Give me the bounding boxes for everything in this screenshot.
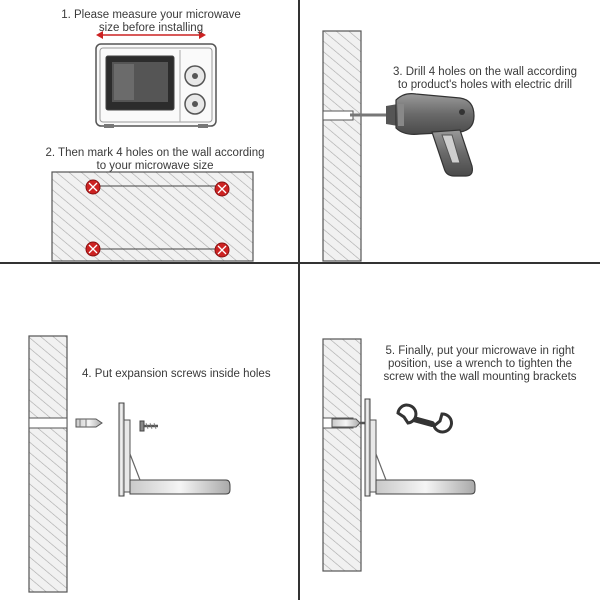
screw-icon bbox=[139, 420, 158, 432]
wall-section-drill bbox=[322, 30, 362, 262]
step-5-line-3: screw with the wall mounting brackets bbox=[383, 371, 577, 383]
hole-marker-bottom-left bbox=[85, 241, 101, 257]
step-1-line-2: size before installing bbox=[98, 22, 204, 34]
step-1-line-1: 1. Please measure your microwave bbox=[61, 9, 241, 21]
panel-divider-vertical bbox=[298, 0, 300, 600]
microwave-illustration bbox=[95, 43, 217, 128]
panel-divider-horizontal bbox=[0, 262, 600, 264]
step-3-caption: 3. Drill 4 holes on the wall according t… bbox=[382, 66, 588, 92]
step-1-caption: 1. Please measure your microwave size be… bbox=[40, 9, 262, 35]
wrench-icon bbox=[396, 403, 453, 434]
expansion-anchor-icon bbox=[75, 418, 103, 428]
installed-anchor-icon bbox=[331, 418, 370, 428]
step-2-line-2: to your microwave size bbox=[96, 160, 214, 172]
step-5-caption: 5. Finally, put your microwave in right … bbox=[368, 345, 592, 384]
step-3-line-1: 3. Drill 4 holes on the wall according bbox=[392, 66, 578, 78]
electric-drill-icon bbox=[350, 93, 475, 177]
hole-marker-top-left bbox=[85, 179, 101, 195]
step-2-caption: 2. Then mark 4 holes on the wall accordi… bbox=[30, 147, 280, 173]
step-4-caption: 4. Put expansion screws inside holes bbox=[82, 368, 292, 381]
wall-section-screws bbox=[28, 335, 68, 593]
mounting-bracket-left bbox=[118, 402, 231, 497]
wall-section-final bbox=[322, 338, 362, 572]
step-5-line-1: 5. Finally, put your microwave in right bbox=[385, 345, 575, 357]
measure-arrow bbox=[96, 31, 206, 39]
step-5-line-2: position, use a wrench to tighten the bbox=[387, 358, 573, 370]
hole-marker-top-right bbox=[214, 181, 230, 197]
step-3-line-2: to product's holes with electric drill bbox=[397, 79, 573, 91]
hole-marker-bottom-right bbox=[214, 242, 230, 258]
step-2-line-1: 2. Then mark 4 holes on the wall accordi… bbox=[45, 147, 265, 159]
mounting-bracket-right bbox=[364, 398, 476, 497]
step-4-line-1: 4. Put expansion screws inside holes bbox=[82, 368, 271, 380]
